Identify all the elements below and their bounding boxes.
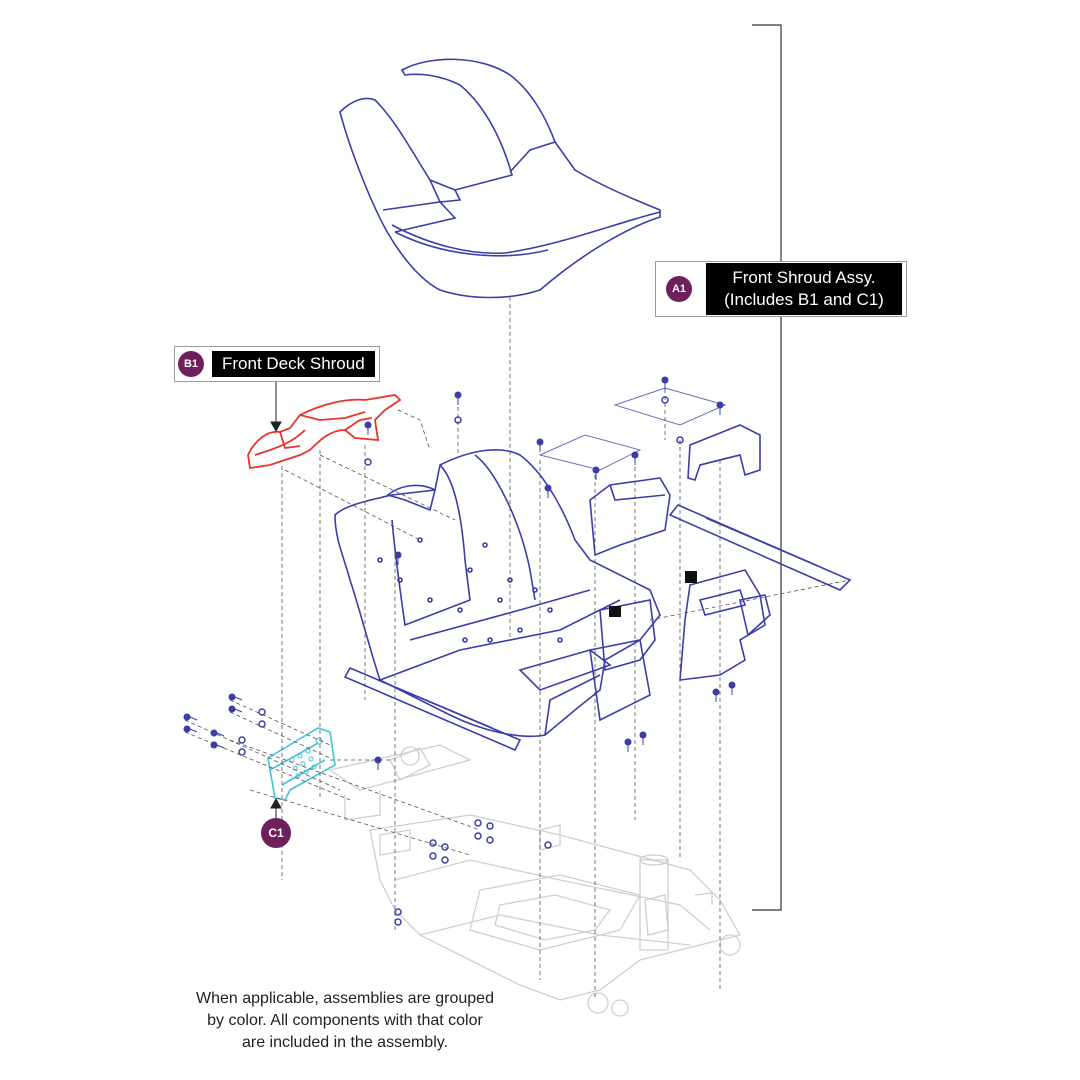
callout-a1-line2: (Includes B1 and C1) [724,290,884,309]
rear-housing [343,424,852,752]
flat-covers [538,387,727,471]
alignment-lines [184,297,851,1000]
front-panel-part [267,727,336,801]
frame-assembly [328,744,741,1017]
callout-arrows [270,381,282,818]
callout-front-deck-shroud: B1 Front Deck Shroud [174,346,380,382]
callout-front-shroud-assy: A1 Front Shroud Assy. (Includes B1 and C… [655,261,907,317]
callout-badge-c1: C1 [261,818,291,848]
warning-labels [609,571,697,617]
deck-shroud [334,449,671,738]
callout-a1-line1: Front Shroud Assy. [732,268,876,287]
footnote: When applicable, assemblies are grouped … [160,988,530,1054]
callout-badge-a1: A1 [666,276,692,302]
front-deck-shroud-part [247,394,402,470]
callout-label-a1: Front Shroud Assy. (Includes B1 and C1) [706,263,902,315]
footnote-line3: are included in the assembly. [241,1034,449,1051]
callout-badge-b1: B1 [178,351,204,377]
top-cover [339,58,661,299]
screw-icon [183,376,736,770]
assembly-bracket [752,24,782,911]
callout-label-b1: Front Deck Shroud [212,351,375,377]
footnote-line2: by color. All components with that color [207,1012,483,1029]
washer-icon [238,396,684,926]
footnote-line1: When applicable, assemblies are grouped [196,990,494,1007]
